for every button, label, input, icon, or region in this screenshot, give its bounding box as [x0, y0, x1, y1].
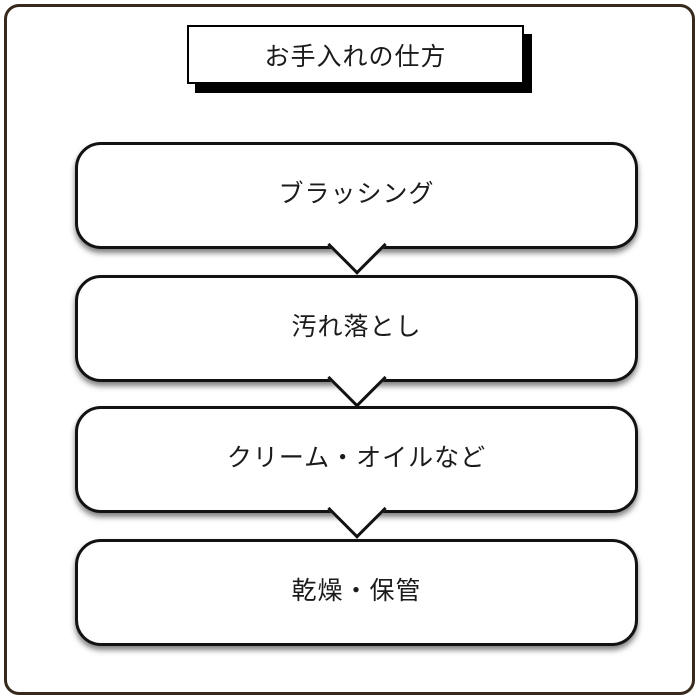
flow-step-cream-oil: クリーム・オイルなど — [75, 406, 638, 539]
flow-step-dry-storage: 乾燥・保管 — [75, 539, 638, 646]
step-label: ブラッシング — [278, 179, 435, 208]
flow-step-brushing: ブラッシング — [75, 142, 638, 275]
flow-step-dirt-removal: 汚れ落とし — [75, 275, 638, 408]
step-label: 汚れ落とし — [291, 312, 422, 341]
page-title: お手入れの仕方 — [264, 42, 447, 71]
title-box: お手入れの仕方 — [187, 25, 524, 84]
step-label: 乾燥・保管 — [291, 576, 422, 605]
step-label: クリーム・オイルなど — [226, 443, 487, 472]
